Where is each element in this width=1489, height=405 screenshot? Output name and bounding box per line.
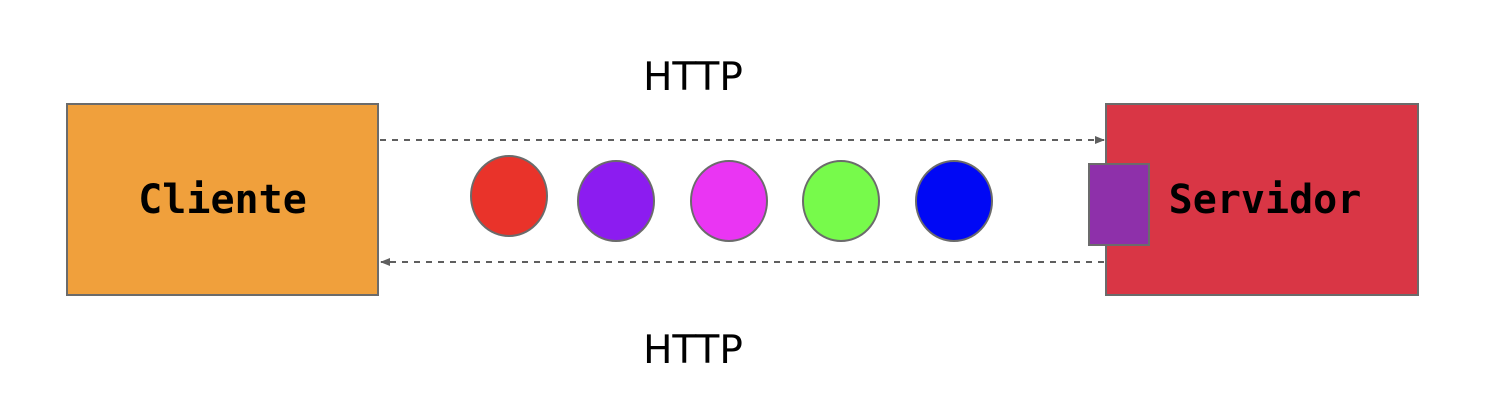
request-protocol-label: HTTP <box>643 55 743 100</box>
client-node: Cliente <box>66 103 379 296</box>
server-node: Servidor <box>1105 103 1419 296</box>
packet-3 <box>690 160 768 242</box>
packet-2 <box>577 160 655 242</box>
response-protocol-label: HTTP <box>643 328 743 373</box>
packet-5 <box>915 160 993 242</box>
packet-group <box>470 155 993 242</box>
client-label: Cliente <box>138 176 307 223</box>
packet-1 <box>470 155 548 237</box>
packet-4 <box>802 160 880 242</box>
server-handler-block <box>1088 163 1150 246</box>
server-label: Servidor <box>1168 176 1362 223</box>
